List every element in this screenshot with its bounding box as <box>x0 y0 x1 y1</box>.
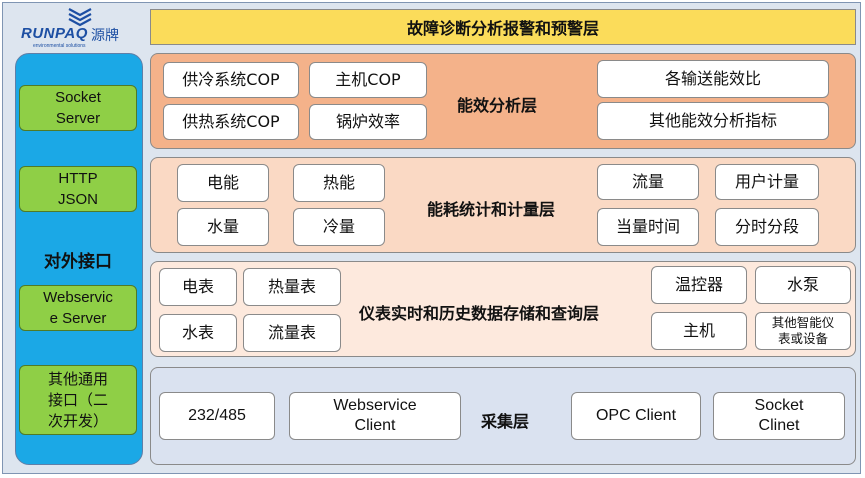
electric-energy-box: 电能 <box>177 164 269 202</box>
socket-client-box: Socket Clinet <box>713 392 845 440</box>
energy-stat-layer: 电能 热能 水量 冷量 能耗统计和计量层 流量 用户计量 当量时间 分时分段 <box>150 157 856 253</box>
user-metering-box: 用户计量 <box>715 164 819 200</box>
cooling-volume-box: 冷量 <box>293 208 385 246</box>
cooling-cop-box: 供冷系统COP <box>163 62 299 98</box>
meter-data-layer: 电表 热量表 水表 流量表 仪表实时和历史数据存储和查询层 温控器 水泵 主机 … <box>150 261 856 357</box>
collection-layer: 232/485 Webservice Client 采集层 OPC Client… <box>150 367 856 465</box>
other-smart-device-box: 其他智能仪 表或设备 <box>755 312 851 350</box>
socket-server-button[interactable]: Socket Server <box>19 85 137 131</box>
meter-layer-title: 仪表实时和历史数据存储和查询层 <box>359 304 600 323</box>
chiller-unit-box: 主机 <box>651 312 747 350</box>
webservice-server-button[interactable]: Webservic e Server <box>19 285 137 331</box>
collection-layer-title: 采集层 <box>481 412 530 431</box>
efficiency-layer-title: 能效分析层 <box>457 96 538 115</box>
equivalent-time-box: 当量时间 <box>597 208 699 246</box>
efficiency-layer: 供冷系统COP 主机COP 供热系统COP 锅炉效率 能效分析层 各输送能效比 … <box>150 53 856 149</box>
thermostat-box: 温控器 <box>651 266 747 304</box>
opc-client-box: OPC Client <box>571 392 701 440</box>
logo-tagline: environmental solutions <box>33 43 86 49</box>
energy-layer-title: 能耗统计和计量层 <box>427 200 556 219</box>
transport-efficiency-box: 各输送能效比 <box>597 60 829 98</box>
flow-box: 流量 <box>597 164 699 200</box>
flow-meter-box: 流量表 <box>243 314 341 352</box>
water-meter-box: 水表 <box>159 314 237 352</box>
logo-brand: RUNPAQ <box>21 25 88 42</box>
logo-brand-cn: 源牌 <box>91 28 119 44</box>
other-interface-button[interactable]: 其他通用 接口（二 次开发） <box>19 365 137 435</box>
other-efficiency-box: 其他能效分析指标 <box>597 102 829 140</box>
logo-wave-icon <box>68 8 92 27</box>
fault-diagnosis-layer: 故障诊断分析报警和预警层 <box>150 9 856 45</box>
heat-energy-box: 热能 <box>293 164 385 202</box>
water-pump-box: 水泵 <box>755 266 851 304</box>
water-volume-box: 水量 <box>177 208 269 246</box>
runpaq-logo: RUNPAQ 源牌 environmental solutions <box>21 7 139 51</box>
http-json-button[interactable]: HTTP JSON <box>19 166 137 212</box>
webservice-client-box: Webservice Client <box>289 392 461 440</box>
external-interface-label: 对外接口 <box>44 252 112 272</box>
electric-meter-box: 电表 <box>159 268 237 306</box>
rs232-485-box: 232/485 <box>159 392 275 440</box>
chiller-cop-box: 主机COP <box>309 62 427 98</box>
heat-meter-box: 热量表 <box>243 268 341 306</box>
time-of-use-box: 分时分段 <box>715 208 819 246</box>
heating-cop-box: 供热系统COP <box>163 104 299 140</box>
boiler-efficiency-box: 锅炉效率 <box>309 104 427 140</box>
